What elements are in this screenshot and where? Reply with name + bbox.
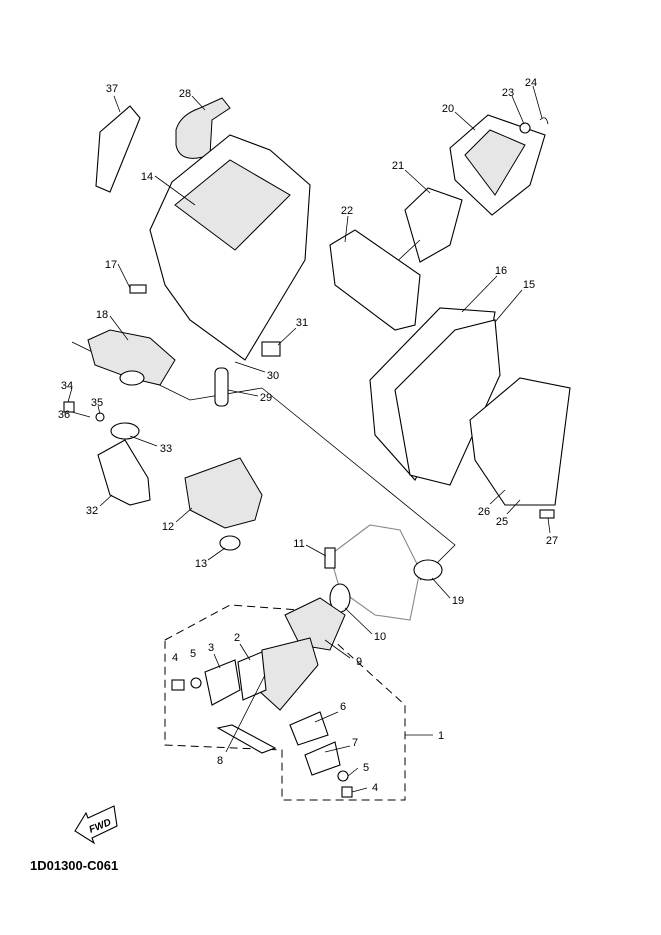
part-20-inner xyxy=(464,129,526,196)
part-25-cover xyxy=(469,377,571,506)
callout-2: 2 xyxy=(234,632,240,644)
part-9-manifold xyxy=(284,597,346,651)
leader-lines xyxy=(67,85,551,793)
callout-24: 24 xyxy=(525,77,537,89)
part-22-plate xyxy=(329,229,421,331)
part-14-inner xyxy=(174,159,291,251)
callout-17: 17 xyxy=(105,259,117,271)
callout-10: 10 xyxy=(374,631,386,643)
callout-29: 29 xyxy=(260,392,272,404)
callout-32: 32 xyxy=(86,505,98,517)
callout-28: 28 xyxy=(179,88,191,100)
part-3-stopper xyxy=(204,659,241,706)
part-reed-block xyxy=(257,637,319,711)
part-31-bolt xyxy=(261,341,281,357)
callout-35: 35 xyxy=(91,397,103,409)
part-34-bolt xyxy=(63,401,75,413)
callout-18: 18 xyxy=(96,309,108,321)
callout-9: 9 xyxy=(356,656,362,668)
part-35-clip xyxy=(95,412,105,422)
callout-30: 30 xyxy=(267,370,279,382)
part-18-ring xyxy=(119,370,145,386)
part-19-clamp xyxy=(413,559,443,581)
part-5b-washer xyxy=(337,770,349,782)
callout-15: 15 xyxy=(523,279,535,291)
part-18-boot xyxy=(87,329,176,386)
callout-4a: 4 xyxy=(172,652,178,664)
part-17-screw xyxy=(129,284,147,294)
part-6-reed xyxy=(289,711,329,746)
callout-14: 14 xyxy=(141,171,153,183)
part-28-duct xyxy=(175,97,231,159)
part-11-screw xyxy=(324,547,336,569)
callout-22: 22 xyxy=(341,205,353,217)
part-23-washer xyxy=(519,122,531,134)
part-8-gasket xyxy=(216,724,277,754)
part-2-reed xyxy=(237,651,267,701)
callout-37: 37 xyxy=(106,83,118,95)
callout-labels: 37 28 14 17 18 31 30 29 34 35 36 33 32 1… xyxy=(58,77,558,794)
part-27-screw xyxy=(539,509,555,519)
callout-19: 19 xyxy=(452,595,464,607)
part-4b-bolt xyxy=(341,786,353,798)
callout-3: 3 xyxy=(208,642,214,654)
callout-33: 33 xyxy=(160,443,172,455)
callout-11: 11 xyxy=(293,538,304,550)
callout-20: 20 xyxy=(442,103,454,115)
part-13-clamp xyxy=(219,535,241,551)
callout-1: 1 xyxy=(438,730,444,742)
callout-6: 6 xyxy=(340,701,346,713)
part-15-frame xyxy=(394,319,501,486)
callout-25: 25 xyxy=(496,516,508,528)
callout-16: 16 xyxy=(495,265,507,277)
part-33-clamp xyxy=(110,422,140,440)
callout-21: 21 xyxy=(392,160,404,172)
callout-36: 36 xyxy=(58,409,70,421)
part-24-clip xyxy=(539,117,549,125)
part-12-cover xyxy=(184,457,263,529)
callout-5a: 5 xyxy=(190,648,196,660)
callout-5b: 5 xyxy=(363,762,369,774)
diagram-code: 1D01300-C061 xyxy=(30,858,119,873)
part-29-tube xyxy=(214,367,229,407)
reed-valve-group-outline xyxy=(164,604,406,801)
callout-23: 23 xyxy=(502,87,514,99)
part-37-sheet xyxy=(95,105,141,193)
part-21-cage xyxy=(404,187,463,263)
callout-13: 13 xyxy=(195,558,207,570)
callout-26: 26 xyxy=(478,506,490,518)
callout-7: 7 xyxy=(352,737,358,749)
part-5-washer xyxy=(190,677,202,689)
callout-12: 12 xyxy=(162,521,174,533)
callout-31: 31 xyxy=(296,317,308,329)
part-32-cap xyxy=(97,439,151,506)
part-4-bolt xyxy=(171,679,185,691)
callout-34: 34 xyxy=(61,380,73,392)
part-7-stopper xyxy=(304,741,341,776)
callout-27: 27 xyxy=(546,535,558,547)
callout-4b: 4 xyxy=(372,782,378,794)
fwd-arrow-icon: FWD xyxy=(74,805,118,845)
callout-8: 8 xyxy=(217,755,223,767)
